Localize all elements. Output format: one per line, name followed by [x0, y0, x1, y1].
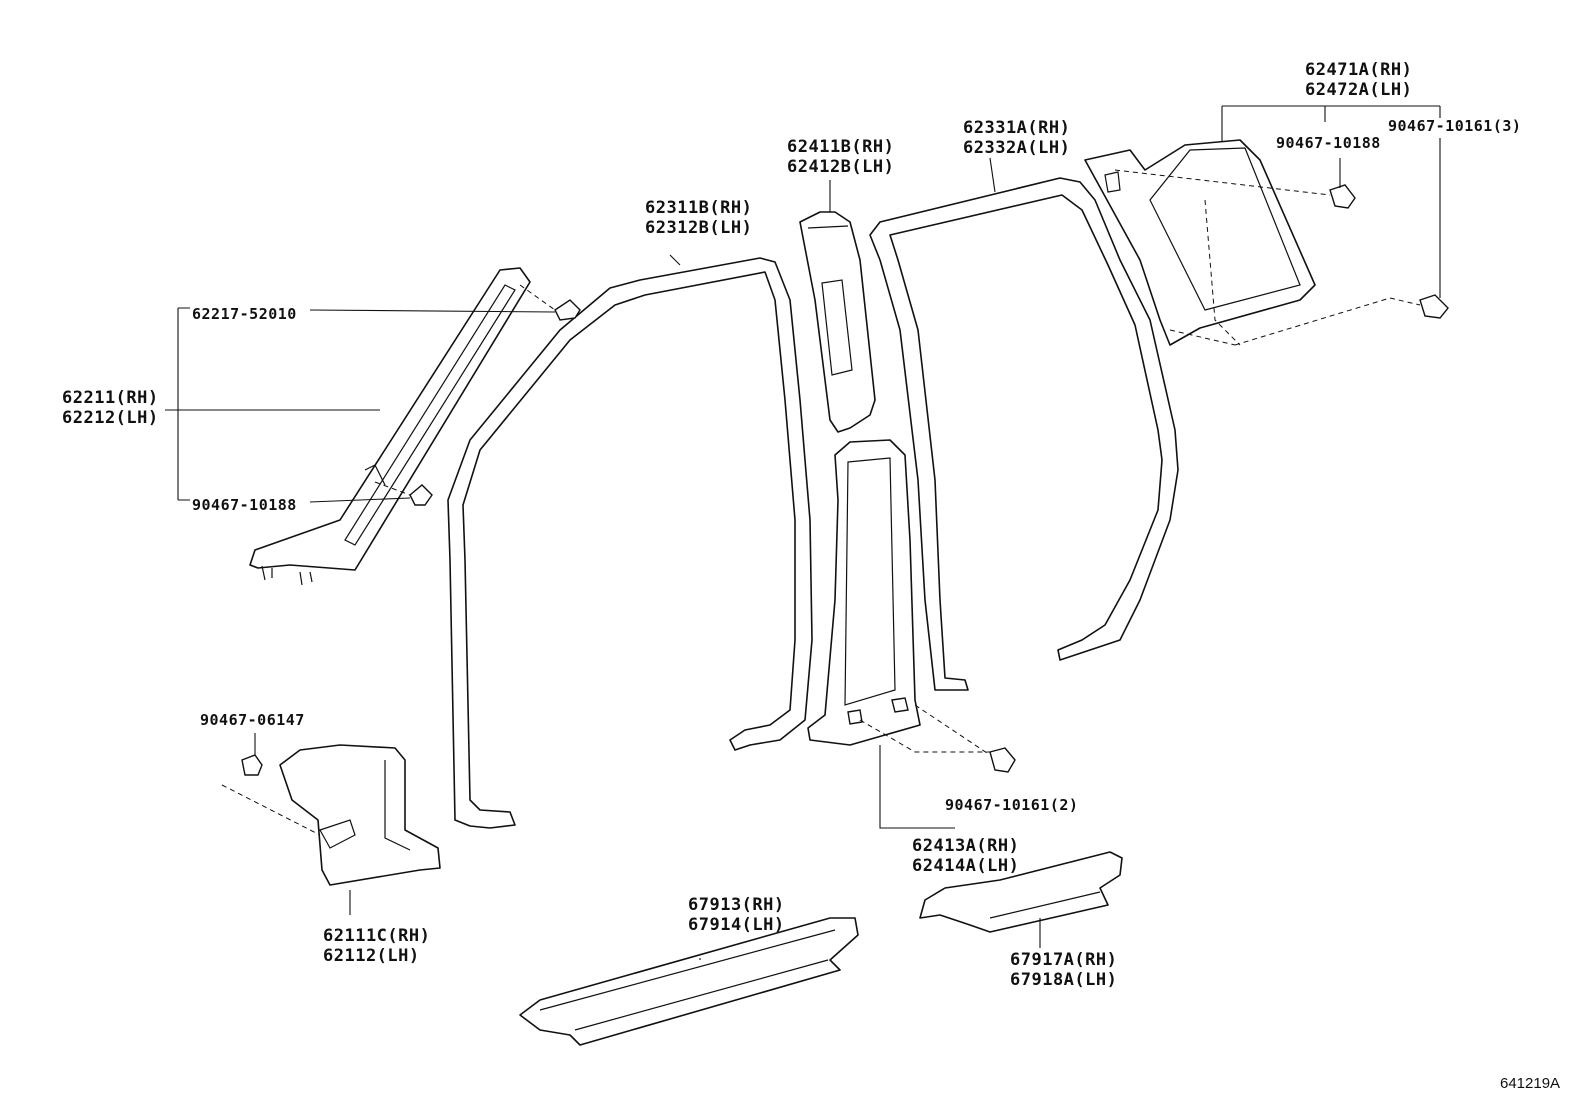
part-number: 67917A(RH): [1010, 950, 1118, 970]
clip-90467-10161-3[interactable]: [1419, 294, 1449, 319]
a-pillar-garnish[interactable]: [249, 267, 531, 586]
part-number: 90467-10161(2): [945, 796, 1079, 814]
front-door-weatherstrip[interactable]: [447, 257, 813, 829]
part-number: 67918A(LH): [1010, 970, 1118, 990]
diagram-code: 641219A: [1500, 1075, 1561, 1092]
part-number: 62111C(RH): [323, 926, 431, 946]
part-number: 67914(LH): [688, 915, 785, 935]
clip-90467-10188-left[interactable]: [409, 484, 433, 506]
part-number: 62112(LH): [323, 946, 420, 966]
rear-door-weatherstrip[interactable]: [869, 177, 1179, 691]
part-67913-label: 67913(RH) 67914(LH): [688, 895, 785, 935]
clip-90467-06147[interactable]: [241, 754, 263, 776]
part-62411b-label: 62411B(RH) 62412B(LH): [787, 137, 894, 177]
part-number: 62217-52010: [192, 305, 297, 323]
part-number: 62471A(RH): [1305, 60, 1413, 80]
part-90467-10161-2-label: 90467-10161(2): [945, 796, 1078, 814]
clip-90467-10188-top[interactable]: [1329, 184, 1356, 209]
part-number: 62414A(LH): [912, 856, 1020, 876]
part-number: 62413A(RH): [912, 836, 1020, 856]
part-number: 62311B(RH): [645, 198, 753, 218]
rear-scuff-plate[interactable]: [919, 851, 1123, 933]
part-number: 90467-10188: [192, 496, 297, 514]
part-90467-10161-3-label: 90467-10161(3): [1388, 117, 1521, 135]
part-number: 62332A(LH): [963, 138, 1071, 158]
cowl-side-trim[interactable]: [279, 744, 441, 886]
part-number: 62472A(LH): [1305, 80, 1413, 100]
leader-lines: [165, 105, 1441, 960]
part-62413a-label: 62413A(RH) 62414A(LH): [912, 836, 1019, 876]
center-pillar-lower-garnish[interactable]: [807, 439, 921, 746]
part-62471a-label: 62471A(RH) 62472A(LH): [1305, 60, 1412, 100]
part-number: 62412B(LH): [787, 157, 895, 177]
clip-90467-10161-2[interactable]: [989, 747, 1016, 773]
part-90467-10188-left-label: 90467-10188: [192, 496, 297, 514]
part-number: 62212(LH): [62, 408, 159, 428]
part-62331a-label: 62331A(RH) 62332A(LH): [963, 118, 1070, 158]
part-62111c-label: 62111C(RH) 62112(LH): [323, 926, 430, 966]
part-number: 90467-06147: [200, 711, 305, 729]
part-62211-label: 62211(RH) 62212(LH): [62, 388, 159, 428]
part-number: 62411B(RH): [787, 137, 895, 157]
part-number: 62211(RH): [62, 388, 159, 408]
part-67917a-label: 67917A(RH) 67918A(LH): [1010, 950, 1117, 990]
part-number: 62312B(LH): [645, 218, 753, 238]
part-number: 62331A(RH): [963, 118, 1071, 138]
center-pillar-upper-garnish[interactable]: [799, 211, 876, 433]
clip-62217-52010[interactable]: [554, 299, 581, 321]
part-number: 90467-10188: [1276, 134, 1381, 152]
part-number: 90467-10161(3): [1388, 117, 1522, 135]
front-scuff-plate[interactable]: [519, 917, 859, 1046]
part-number: 67913(RH): [688, 895, 785, 915]
roof-side-inner-garnish[interactable]: [1084, 139, 1316, 346]
part-90467-10188-top-label: 90467-10188: [1276, 134, 1381, 152]
part-62217-52010-label: 62217-52010: [192, 305, 297, 323]
part-90467-06147-label: 90467-06147: [200, 711, 305, 729]
part-62311b-label: 62311B(RH) 62312B(LH): [645, 198, 752, 238]
